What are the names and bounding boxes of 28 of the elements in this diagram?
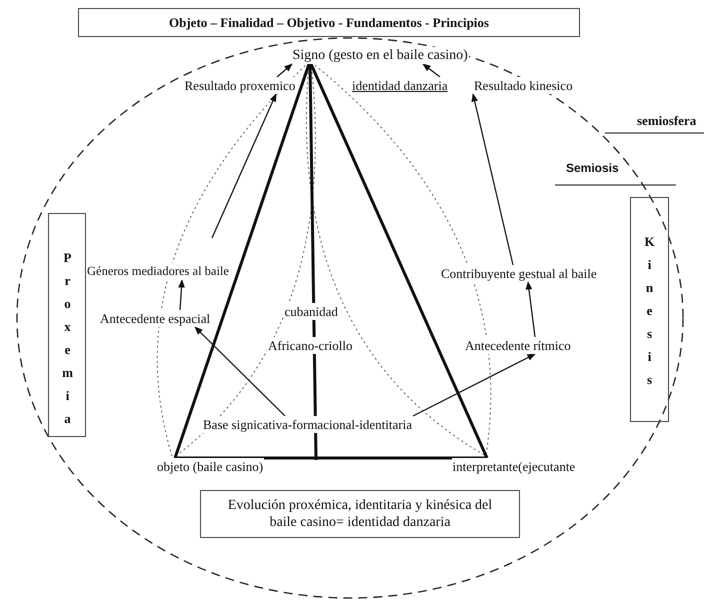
underlined-text: identidad danzaria [351, 77, 449, 94]
vertical-label-box: Kinesis [630, 197, 669, 422]
result-text: Resultado kinesico [473, 77, 574, 94]
caption-text: semiosfera [637, 112, 696, 129]
node-text: Antecedente rítmico [464, 337, 572, 354]
vertical-label-box: Proxemia [48, 213, 86, 437]
node-text: Contribuyente gestual al baile [440, 265, 598, 282]
arrow [422, 64, 440, 78]
arrow [276, 63, 293, 78]
vertex-text: objeto (baile casino) [156, 458, 264, 475]
caption-text: Semiosis [566, 160, 619, 177]
node-text: cubanidad [284, 303, 339, 320]
sign-text: Signo (gesto en el baile casino) [292, 47, 469, 64]
arrow [412, 353, 536, 417]
arrow [471, 93, 514, 266]
arrow [211, 93, 277, 238]
node-text: Géneros mediadores al baile [86, 263, 230, 280]
node-text: Antecedente espacial [99, 310, 212, 327]
arrow [178, 279, 185, 310]
triangle-side [175, 456, 487, 460]
vertex-text: interpretante(ejecutante [452, 458, 576, 475]
node-text: Base signicativa-formacional-identitaria [202, 416, 413, 433]
node-text: Africano-criollo [267, 337, 354, 354]
result-text: Resultado proxemico [184, 77, 296, 94]
summary-box: Evolución proxémica, identitaria y kinésica del baile casino= identidad danzaria [200, 490, 520, 538]
arrow [194, 326, 286, 416]
arrow [526, 281, 536, 338]
heading-box: Objeto – Finalidad – Objetivo - Fundamentos - Principios [78, 8, 580, 37]
